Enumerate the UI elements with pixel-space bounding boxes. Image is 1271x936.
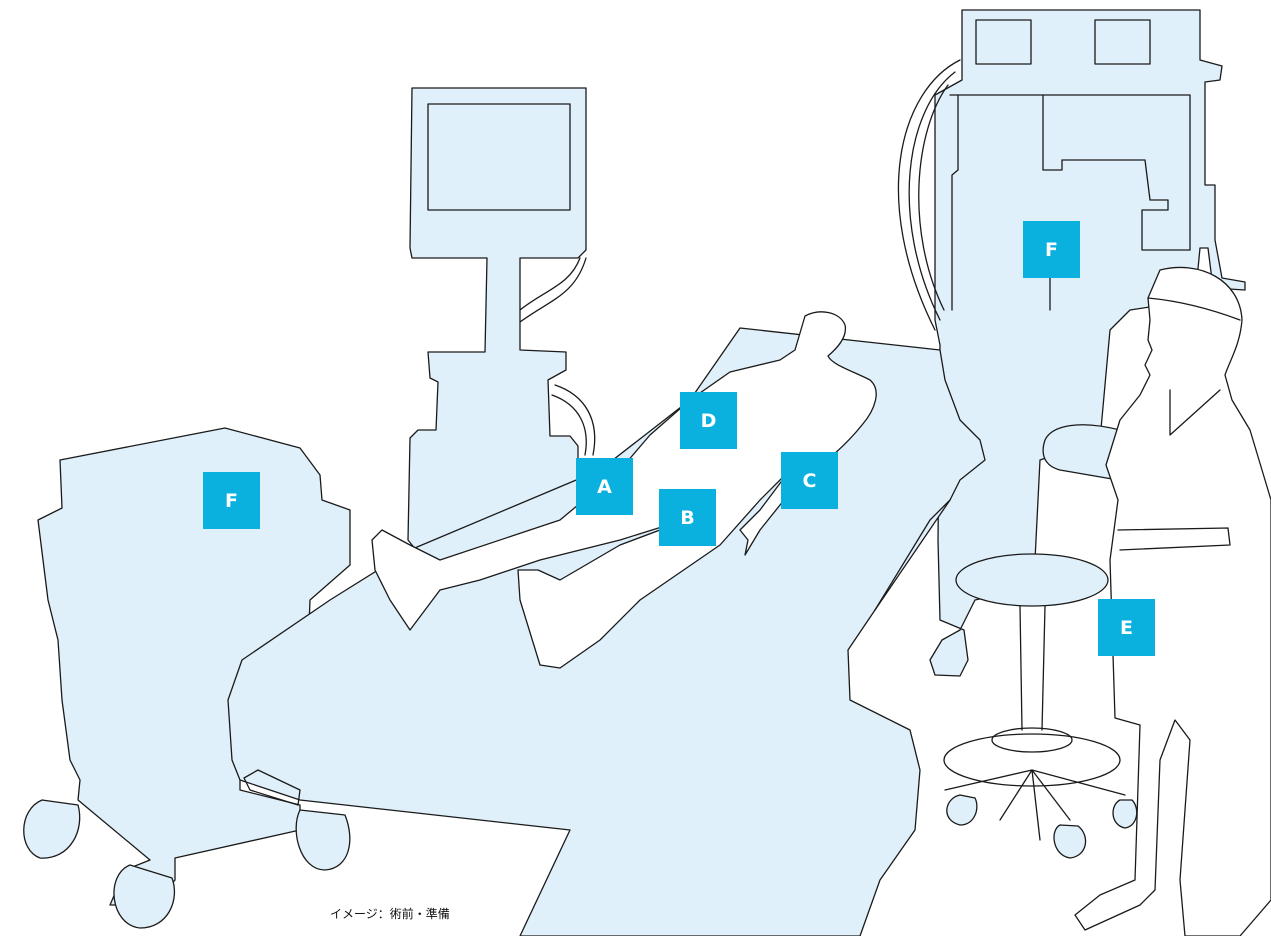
label-c: C xyxy=(781,452,838,509)
svg-text:E: E xyxy=(1120,617,1133,639)
label-f-left: F xyxy=(203,472,260,529)
label-a: A xyxy=(576,458,633,515)
svg-text:F: F xyxy=(1045,239,1058,261)
svg-text:A: A xyxy=(597,476,612,498)
image-caption: イメージ：術前・準備 xyxy=(330,905,450,922)
label-d: D xyxy=(680,392,737,449)
svg-text:D: D xyxy=(701,410,717,432)
label-b: B xyxy=(659,489,716,546)
label-e: E xyxy=(1098,599,1155,656)
label-f-right: F xyxy=(1023,221,1080,278)
svg-text:B: B xyxy=(680,507,694,529)
svg-text:F: F xyxy=(225,490,238,512)
svg-text:C: C xyxy=(803,470,817,492)
